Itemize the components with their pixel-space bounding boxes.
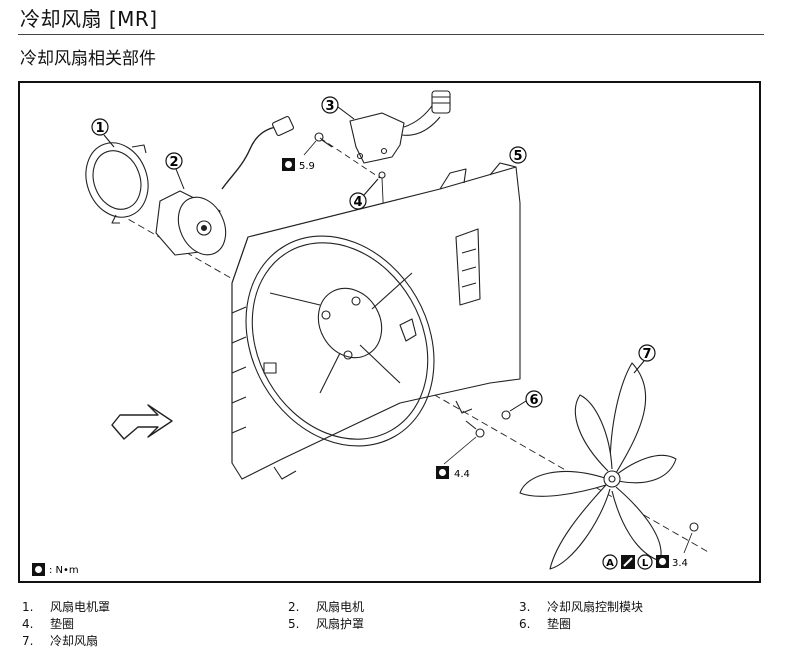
callout-1: 1 (91, 118, 115, 148)
svg-text:A: A (606, 558, 614, 569)
section-title: 冷却风扇相关部件 (20, 49, 156, 69)
torque-mark-fan-nut: A L 3.4 (602, 532, 693, 570)
legend-item: 2.风扇电机 (288, 600, 365, 614)
exploded-view-figure: 1 2 3 4 5 6 7 (18, 81, 761, 583)
fan-nut (689, 522, 699, 532)
front-direction-arrow (111, 404, 173, 440)
svg-text:5: 5 (513, 149, 522, 164)
cooling-fan (519, 362, 677, 570)
callout-6: 6 (509, 390, 543, 412)
legend-item: 1.风扇电机罩 (22, 600, 111, 614)
svg-text:3: 3 (325, 99, 334, 114)
svg-text:2: 2 (169, 155, 178, 170)
svg-text:1: 1 (95, 121, 104, 136)
legend-item: 3.冷却风扇控制模块 (519, 600, 644, 614)
svg-text:L: L (642, 558, 649, 569)
legend-item: 7.冷却风扇 (22, 634, 99, 648)
legend-item: 4.垫圈 (22, 617, 75, 631)
shroud-bolt (465, 420, 485, 438)
fan-motor (155, 115, 295, 256)
washer-6 (501, 410, 511, 420)
callout-4: 4 (349, 178, 379, 210)
svg-text:6: 6 (529, 393, 538, 408)
svg-text:4.4: 4.4 (454, 469, 470, 480)
fan-shroud (231, 162, 521, 480)
callout-3: 3 (321, 96, 355, 120)
torque-mark-shroud-bolt: 4.4 (436, 436, 477, 480)
torque-mark-module-bolt: 5.9 (282, 140, 317, 172)
legend-item: 5.风扇护罩 (288, 617, 365, 631)
torque-unit-legend: : N•m (32, 563, 79, 576)
fan-motor-cover (85, 142, 149, 224)
washer-4 (378, 171, 386, 179)
legend-item: 6.垫圈 (519, 617, 572, 631)
module-bolt (314, 132, 333, 148)
svg-text:7: 7 (642, 347, 651, 362)
cooling-fan-control-module (349, 90, 451, 164)
exploded-view-drawing: 1 2 3 4 5 6 7 (32, 90, 711, 576)
module-axis (319, 137, 381, 179)
svg-text:4: 4 (353, 195, 362, 210)
callout-7: 7 (633, 344, 656, 374)
svg-text:5.9: 5.9 (299, 161, 315, 172)
svg-text:3.4: 3.4 (672, 558, 688, 569)
page-title: 冷却风扇 [MR] (20, 7, 158, 31)
callout-5: 5 (509, 146, 527, 164)
callout-2: 2 (165, 152, 185, 190)
title-divider (18, 34, 764, 35)
svg-text:: N•m: : N•m (49, 565, 79, 576)
